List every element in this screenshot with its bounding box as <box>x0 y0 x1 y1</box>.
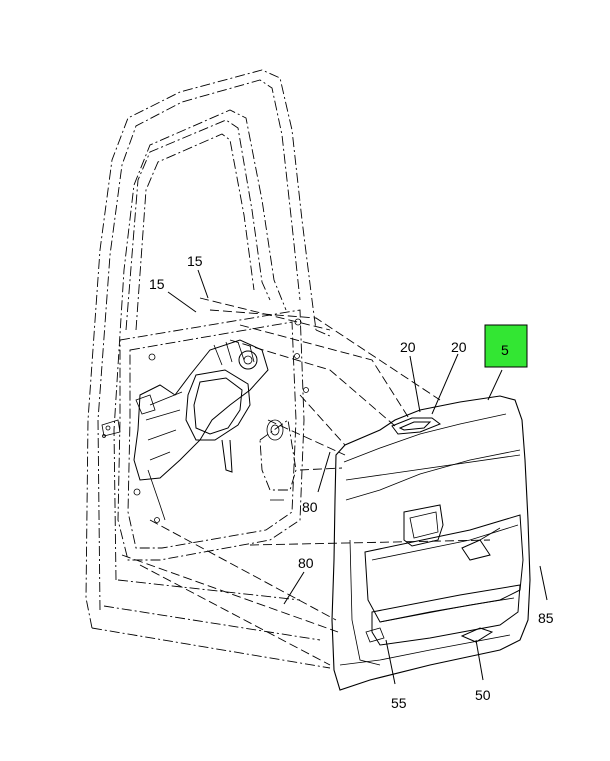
window-regulator <box>133 339 269 521</box>
door-frame <box>85 69 331 669</box>
callout-5: 5 <box>501 342 509 358</box>
callout-20-right: 20 <box>451 339 467 355</box>
callout-80-upper: 80 <box>302 499 318 515</box>
callout-15-left: 15 <box>149 276 165 292</box>
callout-20-left: 20 <box>400 339 416 355</box>
callout-55: 55 <box>391 695 407 711</box>
callout-80-lower: 80 <box>298 555 314 571</box>
callout-85: 85 <box>538 610 554 626</box>
callout-labels: 15 15 20 20 5 80 80 85 55 50 <box>149 253 554 711</box>
part-5-highlight-box <box>484 324 528 368</box>
callout-50: 50 <box>475 687 491 703</box>
door-trim-panel <box>331 395 531 691</box>
leader-lines <box>167 269 548 685</box>
callout-15-top: 15 <box>187 253 203 269</box>
alignment-lines <box>121 297 491 666</box>
